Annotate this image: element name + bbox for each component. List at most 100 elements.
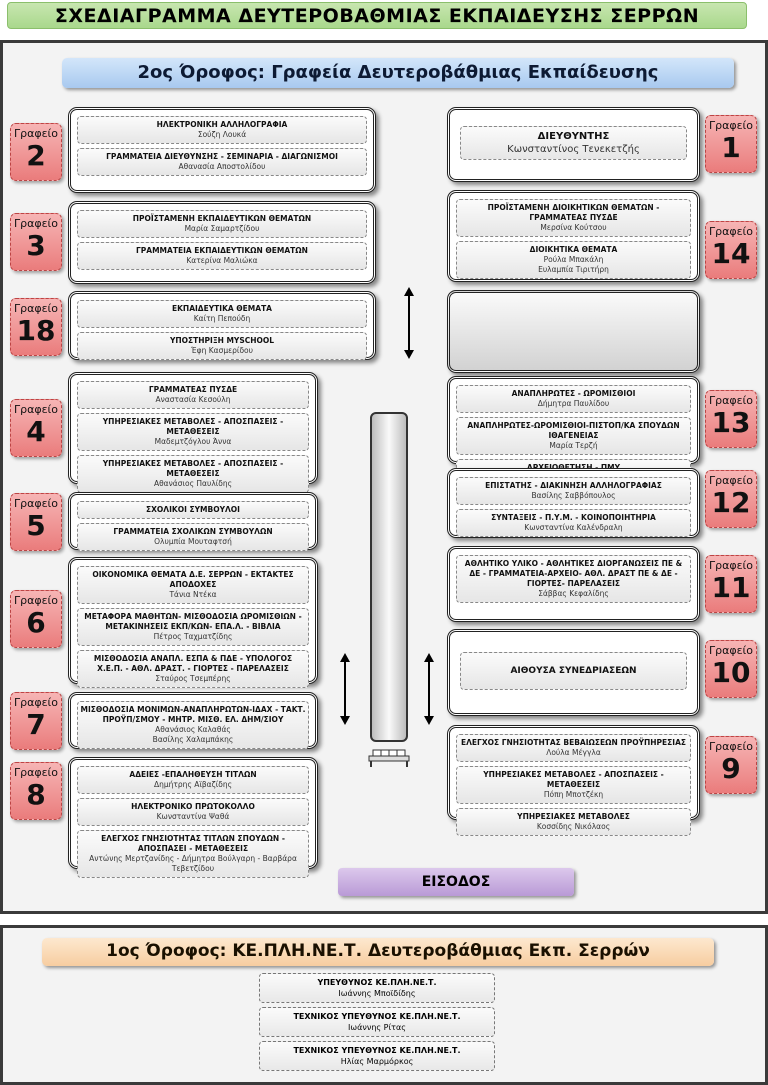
department-person: Ρούλα Μπακάλη <box>543 255 604 264</box>
department-box: ΜΙΣΘΟΔΟΣΙΑ ΑΝΑΠΛ. ΕΣΠΑ & ΠΔΕ - ΥΠΟΛΟΓΟΣ … <box>77 650 309 688</box>
department-person: Κωνσταντίνος Τενεκετζής <box>507 144 640 155</box>
department-title: ΥΠΗΡΕΣΙΑΚΕΣ ΜΕΤΑΒΟΛΕΣ - ΑΠΟΣΠΑΣΕΙΣ - ΜΕΤ… <box>102 459 284 478</box>
department-person: Μαρία Τερζή <box>549 441 598 450</box>
department-person: Αθανάσιος Καλαθάς <box>155 725 231 734</box>
office-label: Γραφείο <box>708 394 754 407</box>
department-title: ΑΔΕΙΕΣ -ΕΠΑΛΗΘΕΥΣΗ ΤΙΤΛΩΝ <box>129 770 257 779</box>
office-number: 7 <box>26 708 46 741</box>
department-title: ΑΘΛΗΤΙΚΟ ΥΛΙΚΟ - ΑΘΛΗΤΙΚΕΣ ΔΙΟΡΓΑΝΩΣΕΙΣ … <box>464 559 683 588</box>
department-box: ΓΡΑΜΜΑΤΕΙΑ ΔΙΕΥΘΥΝΣΗΣ - ΣΕΜΙΝΑΡΙΑ - ΔΙΑΓ… <box>77 148 367 176</box>
department-title: ΤΕΧΝΙΚΟΣ ΥΠΕΥΘΥΝΟΣ ΚΕ.ΠΛΗ.ΝΕ.Τ. <box>293 1046 461 1055</box>
department-title: ΓΡΑΜΜΑΤΕΙΑ ΔΙΕΥΘΥΝΣΗΣ - ΣΕΜΙΝΑΡΙΑ - ΔΙΑΓ… <box>106 152 338 161</box>
department-person: Αθανασία Αποστολίδου <box>178 162 266 171</box>
department-person: Πέτρος Ταχματζίδης <box>153 632 233 641</box>
department-title: ΥΠΗΡΕΣΙΑΚΕΣ ΜΕΤΑΒΟΛΕΣ - ΑΠΟΣΠΑΣΕΙΣ - ΜΕΤ… <box>483 770 664 789</box>
office-number: 4 <box>26 415 46 448</box>
bench-icon <box>368 749 410 767</box>
department-title: ΜΙΣΘΟΔΟΣΙΑ ΜΟΝΙΜΩΝ-ΑΝΑΠΛΗΡΩΤΩΝ-ΙΔΑΧ - ΤΑ… <box>80 705 306 724</box>
department-person: Τάνια Ντέκα <box>169 590 217 599</box>
department-person: Αντώνης Μερτζανίδης - Δήμητρα Βούλγαρη -… <box>89 854 297 873</box>
double-arrow-icon <box>340 653 350 725</box>
department-box: ΑΙΘΟΥΣΑ ΣΥΝΕΔΡΙΑΣΕΩΝ <box>460 652 687 690</box>
double-arrow-icon <box>404 287 414 359</box>
department-person: Καίτη Πεπούδη <box>193 314 251 323</box>
department-person: Βασίλης Χαλαμπάκης <box>152 735 234 744</box>
department-title: ΣΧΟΛΙΚΟΙ ΣΥΜΒΟΥΛΟΙ <box>146 505 240 514</box>
office-number: 6 <box>26 606 46 639</box>
department-person: Σταύρος Τσεμπέρης <box>155 674 231 683</box>
empty-office <box>447 290 700 373</box>
office-label: Γραφείο <box>13 217 59 230</box>
department-box: ΥΠΗΡΕΣΙΑΚΕΣ ΜΕΤΑΒΟΛΕΣ - ΑΠΟΣΠΑΣΕΙΣ - ΜΕΤ… <box>456 766 691 804</box>
office-group: ΑΘΛΗΤΙΚΟ ΥΛΙΚΟ - ΑΘΛΗΤΙΚΕΣ ΔΙΟΡΓΑΝΩΣΕΙΣ … <box>447 546 700 622</box>
department-title: ΥΠΗΡΕΣΙΑΚΕΣ ΜΕΤΑΒΟΛΕΣ <box>517 812 630 821</box>
department-person: Σούζη Λουκά <box>197 130 247 139</box>
department-title: ΗΛΕΚΤΡΟΝΙΚΗ ΑΛΛΗΛΟΓΡΑΦΙΑ <box>156 120 288 129</box>
department-title: ΑΝΑΠΛΗΡΩΤΕΣ - ΩΡΟΜΙΣΘΙΟΙ <box>511 389 636 398</box>
department-title: ΥΠΗΡΕΣΙΑΚΕΣ ΜΕΤΑΒΟΛΕΣ - ΑΠΟΣΠΑΣΕΙΣ - ΜΕΤ… <box>102 417 284 436</box>
department-box: ΥΠΗΡΕΣΙΑΚΕΣ ΜΕΤΑΒΟΛΕΣ - ΑΠΟΣΠΑΣΕΙΣ - ΜΕΤ… <box>77 455 309 493</box>
department-box: ΑΝΑΠΛΗΡΩΤΕΣ-ΩΡΟΜΙΣΘΙΟΙ-ΠΙΣΤΟΠ/ΚΑ ΣΠΟΥΔΩΝ… <box>456 417 691 455</box>
department-box: ΤΕΧΝΙΚΟΣ ΥΠΕΥΘΥΝΟΣ ΚΕ.ΠΛΗ.ΝΕ.Τ.Ιωάννης Ρ… <box>259 1007 495 1037</box>
office-label: Γραφείο <box>708 225 754 238</box>
department-person: Βασίλης Σαββόπουλος <box>531 491 616 500</box>
department-person: Μερσίνα Κούτσου <box>540 223 607 232</box>
office-label: Γραφείο <box>13 696 59 709</box>
department-title: ΕΛΕΓΧΟΣ ΓΝΗΣΙΟΤΗΤΑΣ ΒΕΒΑΙΩΣΕΩΝ ΠΡΟΫΠΗΡΕΣ… <box>460 738 687 747</box>
department-title: ΕΠΙΣΤΑΤΗΣ - ΔΙΑΚΙΝΗΣΗ ΑΛΛΗΛΟΓΡΑΦΙΑΣ <box>485 481 662 490</box>
department-title: ΠΡΟΪΣΤΑΜΕΝΗ ΕΚΠΑΙΔΕΥΤΙΚΩΝ ΘΕΜΑΤΩΝ <box>132 214 312 223</box>
department-person: Ολυμπία Μουταφτσή <box>154 537 232 546</box>
department-box: ΟΙΚΟΝΟΜΙΚΑ ΘΕΜΑΤΑ Δ.Ε. ΣΕΡΡΩΝ - ΕΚΤΑΚΤΕΣ… <box>77 566 309 604</box>
office-label: Γραφείο <box>13 497 59 510</box>
office-group: ΑΙΘΟΥΣΑ ΣΥΝΕΔΡΙΑΣΕΩΝ <box>447 629 700 716</box>
department-box: ΜΙΣΘΟΔΟΣΙΑ ΜΟΝΙΜΩΝ-ΑΝΑΠΛΗΡΩΤΩΝ-ΙΔΑΧ - ΤΑ… <box>77 701 309 749</box>
office-number: 13 <box>711 406 751 439</box>
office-label: Γραφείο <box>13 766 59 779</box>
department-title: ΔΙΕΥΘΥΝΤΗΣ <box>537 131 610 142</box>
office-group: ΕΛΕΓΧΟΣ ΓΝΗΣΙΟΤΗΤΑΣ ΒΕΒΑΙΩΣΕΩΝ ΠΡΟΫΠΗΡΕΣ… <box>447 725 700 836</box>
department-box: ΥΠΗΡΕΣΙΑΚΕΣ ΜΕΤΑΒΟΛΕΣ - ΑΠΟΣΠΑΣΕΙΣ - ΜΕΤ… <box>77 413 309 451</box>
department-title: ΠΡΟΪΣΤΑΜΕΝΗ ΔΙΟΙΚΗΤΙΚΩΝ ΘΕΜΑΤΩΝ - ΓΡΑΜΜΑ… <box>487 203 660 222</box>
office-group: ΣΧΟΛΙΚΟΙ ΣΥΜΒΟΥΛΟΙ ΓΡΑΜΜΑΤΕΙΑ ΣΧΟΛΙΚΩΝ ΣΥ… <box>68 492 318 551</box>
department-person: Πόπη Μποτζέκη <box>543 790 604 799</box>
office-label: Γραφείο <box>13 403 59 416</box>
department-title: ΜΙΣΘΟΔΟΣΙΑ ΑΝΑΠΛ. ΕΣΠΑ & ΠΔΕ - ΥΠΟΛΟΓΟΣ … <box>93 654 293 673</box>
department-person: Δήμητρα Παυλίδου <box>537 399 610 408</box>
department-box: ΔΙΕΥΘΥΝΤΗΣ Κωνσταντίνος Τενεκετζής <box>460 126 687 160</box>
office-label: Γραφείο <box>13 594 59 607</box>
office-label: Γραφείο <box>708 474 754 487</box>
department-person: Αθανάσιος Παυλίδης <box>153 479 233 488</box>
department-person: Ιωάννης Ρίτας <box>348 1023 406 1032</box>
office-number: 8 <box>26 778 46 811</box>
office-label: Γραφείο <box>708 740 754 753</box>
department-title: ΣΥΝΤΑΞΕΙΣ - Π.Υ.Μ. - ΚΟΙΝΟΠΟΙΗΤΗΡΙΑ <box>491 513 656 522</box>
floor2-title: 2ος Όροφος: Γραφεία Δευτεροβάθμιας Εκπαί… <box>62 58 734 88</box>
department-title: ΑΝΑΠΛΗΡΩΤΕΣ-ΩΡΟΜΙΣΘΙΟΙ-ΠΙΣΤΟΠ/ΚΑ ΣΠΟΥΔΩΝ… <box>467 421 680 440</box>
department-title: ΑΙΘΟΥΣΑ ΣΥΝΕΔΡΙΑΣΕΩΝ <box>510 666 637 676</box>
department-person: Δημήτρης Αϊβαζίδης <box>154 780 232 789</box>
department-person: Κωνσταντίνα Καλένδραλη <box>524 523 623 532</box>
department-title: ΥΠΟΣΤΗΡΙΞΗ MYSCHOOL <box>169 336 275 345</box>
office-label: Γραφείο <box>708 644 754 657</box>
office-label: Γραφείο <box>13 302 59 315</box>
office-number: 2 <box>26 139 46 172</box>
department-person: Κοσσίδης Νικόλαος <box>536 822 611 831</box>
department-title: ΜΕΤΑΦΟΡΑ ΜΑΘΗΤΩΝ- ΜΙΣΘΟΔΟΣΙΑ ΩΡΟΜΙΣΘΙΩΝ … <box>84 612 302 631</box>
office-group: ΠΡΟΪΣΤΑΜΕΝΗ ΔΙΟΙΚΗΤΙΚΩΝ ΘΕΜΑΤΩΝ - ΓΡΑΜΜΑ… <box>447 190 700 282</box>
